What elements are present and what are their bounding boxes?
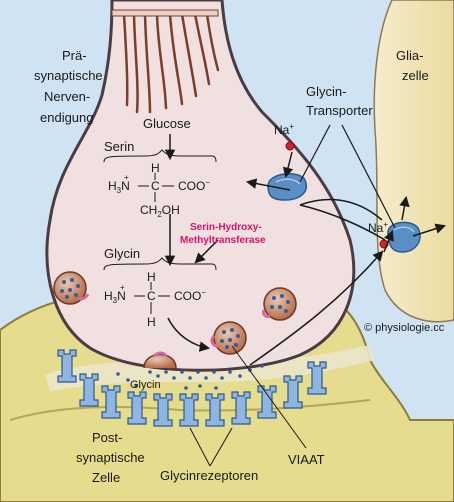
serin-carbon: C [151,179,160,193]
label-pointer-lines [189,345,307,467]
vesicle-icon [262,287,297,321]
glycin-brace [103,257,217,271]
vesicle-icon [210,321,247,355]
transporter-label-line1: Glycin- [306,84,346,99]
serin-brace [103,149,217,163]
serin-side-chain: CH2OH [140,203,180,219]
sodium-ion-icon [285,141,295,151]
axon-filaments [122,12,220,114]
serin-structure [138,173,174,202]
vesicle-icon [53,271,90,305]
presynaptic-label-line4: endigung [40,110,94,125]
cleft-glycine-molecules [116,364,264,390]
transporter-icon [267,173,307,201]
sodium-label-glia: Na+ [368,220,388,235]
serin-charge-plus: + [124,173,129,182]
vesicle-icon [143,351,177,369]
terminal-top-edge [111,9,219,17]
glycin-charge-plus: + [120,283,125,292]
transporter-label-line2: Transporter [306,103,373,118]
glycin-structure [134,282,170,314]
serin-label: Serin [104,139,134,154]
glycin-label: Glycin [104,246,140,261]
sodium-label-presynaptic: Na+ [274,122,294,137]
presynaptic-label-line3: Nerven- [44,89,90,104]
arrow-icon [164,134,219,352]
glucose-label: Glucose [143,116,191,131]
glycin-carboxyl: COO− [174,288,206,303]
serin-h-top: H [151,161,160,175]
receptors-label: Glycinrezeptoren [160,468,258,483]
glycin-amino-group: H3N [104,289,126,305]
receptor-icon [57,349,327,427]
enzyme-label-line1: Serin-Hydroxy- [190,222,262,233]
copyright-notice: © physiologie.cc [364,322,445,334]
arrow-icon [245,151,446,366]
serin-amino-group: H3N [108,179,130,195]
postsynaptic-label-line3: Zelle [92,470,120,485]
presynaptic-label-line2: synaptische [34,68,103,83]
cleft-glycin-label: Glycin [130,379,161,391]
postsynaptic-label-line1: Post- [92,430,122,445]
enzyme-label-line2: Methyltransferase [180,235,266,246]
viaat-label: VIAAT [288,452,325,467]
glycin-carbon: C [147,289,156,303]
postsynaptic-membrane [9,399,371,421]
presynaptic-label-line1: Prä- [62,48,87,63]
glycin-h-top: H [147,270,156,284]
glycin-h-bottom: H [147,315,156,329]
glia-label-line2: zelle [402,68,429,83]
serin-carboxyl: COO− [178,178,210,193]
transporter-icon [387,221,421,253]
presynaptic-terminal [45,0,356,372]
transporter-pointer-lines [299,124,396,229]
glia-label-line1: Glia- [396,48,423,63]
postsynaptic-label-line2: synaptische [76,450,145,465]
